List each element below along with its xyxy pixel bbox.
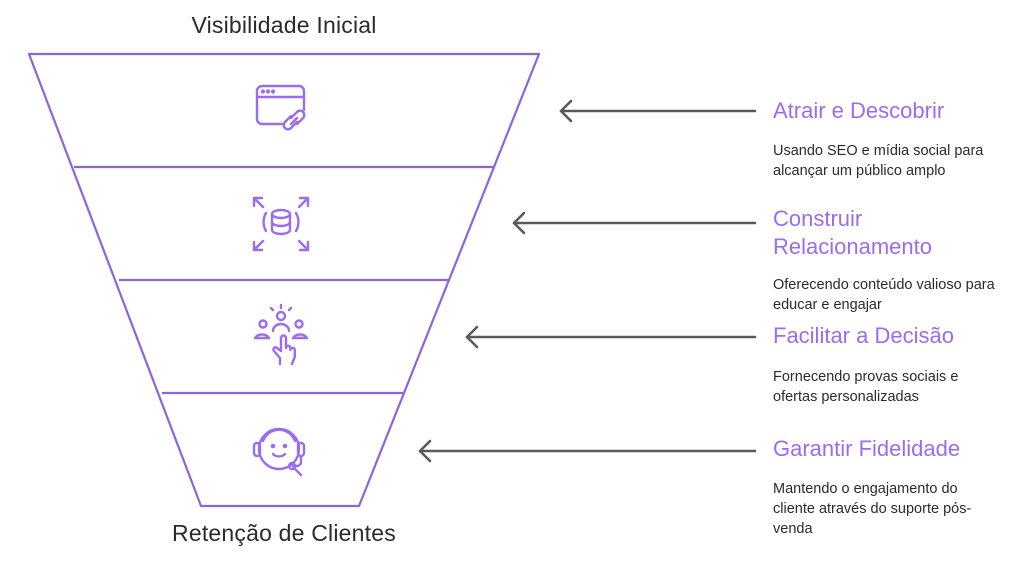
- arrow-4: [418, 439, 757, 463]
- stage-3-title: Facilitar a Decisão: [773, 323, 954, 348]
- funnel-bottom-label: Retenção de Clientes: [172, 520, 396, 546]
- arrow-2: [512, 211, 757, 235]
- database-expand-icon: [252, 196, 310, 252]
- stage-2-title: Construir Relacionamento: [773, 206, 932, 259]
- stage-1-title: Atrair e Descobrir: [773, 98, 945, 123]
- stage-4-title: Garantir Fidelidade: [773, 436, 961, 461]
- headset-support-icon: [252, 427, 306, 477]
- funnel-top-label: Visibilidade Inicial: [191, 12, 377, 38]
- stage-3-description: Fornecendo provas sociais e ofertas pers…: [773, 369, 959, 405]
- arrow-1: [559, 99, 757, 123]
- browser-link-icon: [255, 84, 306, 131]
- people-hand-pointer-icon: [253, 303, 309, 366]
- stage-2-description: Oferecendo conteúdo valioso para educar …: [773, 277, 995, 313]
- stage-1-description: Usando SEO e mídia social para alcançar …: [773, 143, 984, 179]
- arrow-3: [465, 325, 757, 349]
- funnel-outline: [27, 52, 541, 508]
- stage-4-description: Mantendo o engajamento do cliente atravé…: [773, 481, 972, 537]
